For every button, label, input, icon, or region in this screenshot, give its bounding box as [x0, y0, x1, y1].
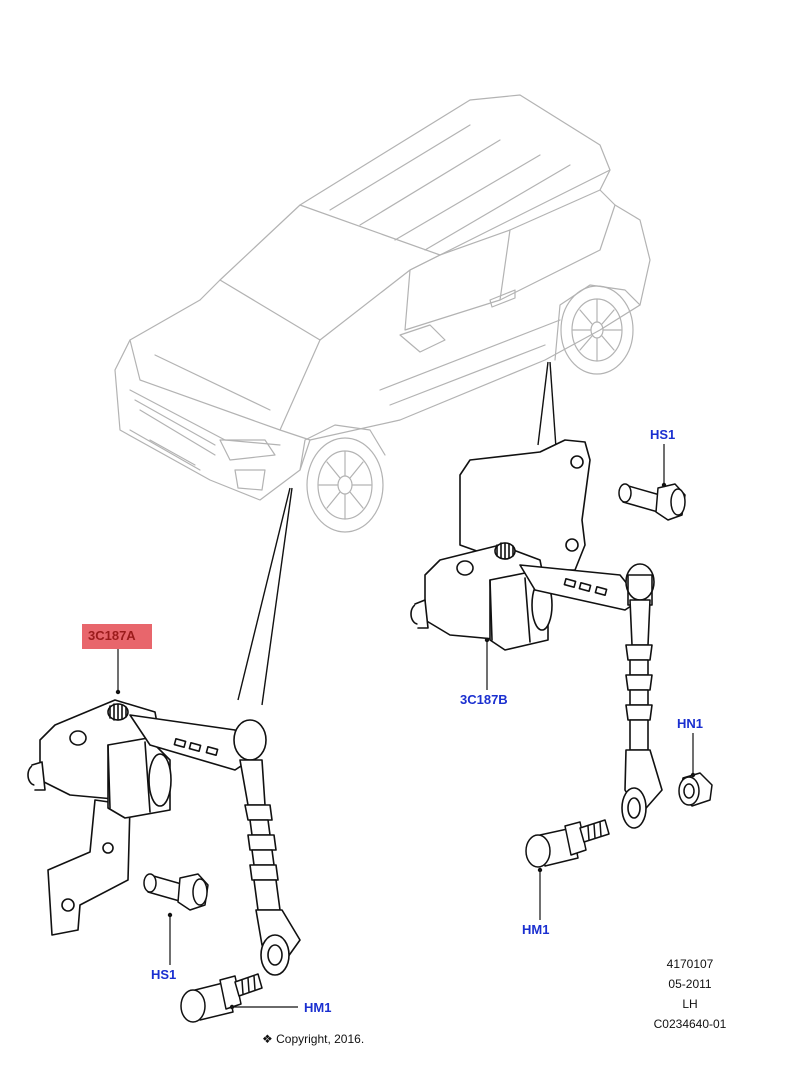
illustration-side: LH: [682, 997, 698, 1011]
callout-3c187a[interactable]: 3C187A: [82, 624, 152, 649]
vehicle-leader-lines: [237, 361, 557, 706]
illustration-number: 4170107: [666, 957, 714, 971]
sensor-3c187a-illustration: [27, 699, 301, 976]
callout-leader-lines: [117, 444, 694, 1008]
callout-hs1-left[interactable]: HS1: [151, 967, 177, 982]
vehicle-illustration: [114, 94, 651, 533]
bolt-hs1-left-illustration: [143, 873, 209, 911]
stud-hm1-right-illustration: [525, 819, 610, 868]
nut-hn1-right-illustration: [678, 772, 713, 807]
callout-dots: [115, 482, 696, 1010]
bolt-hs1-right-illustration: [618, 483, 686, 521]
callout-hn1-right[interactable]: HN1: [677, 716, 704, 731]
sensor-3c187b-illustration: [410, 439, 663, 829]
callout-3c187b[interactable]: 3C187B: [460, 692, 508, 707]
callout-hs1-right[interactable]: HS1: [650, 427, 676, 442]
illustration-date: 05-2011: [668, 977, 712, 991]
stud-hm1-left-illustration: [180, 973, 263, 1023]
callout-hm1-left[interactable]: HM1: [304, 1000, 332, 1015]
copyright-symbol-icon: ❖: [262, 1032, 273, 1046]
copyright: ❖ Copyright, 2016.: [262, 1032, 364, 1046]
copyright-text: Copyright, 2016.: [276, 1032, 365, 1046]
illustration-code: C0234640-01: [653, 1017, 727, 1031]
callout-hm1-right[interactable]: HM1: [522, 922, 550, 937]
